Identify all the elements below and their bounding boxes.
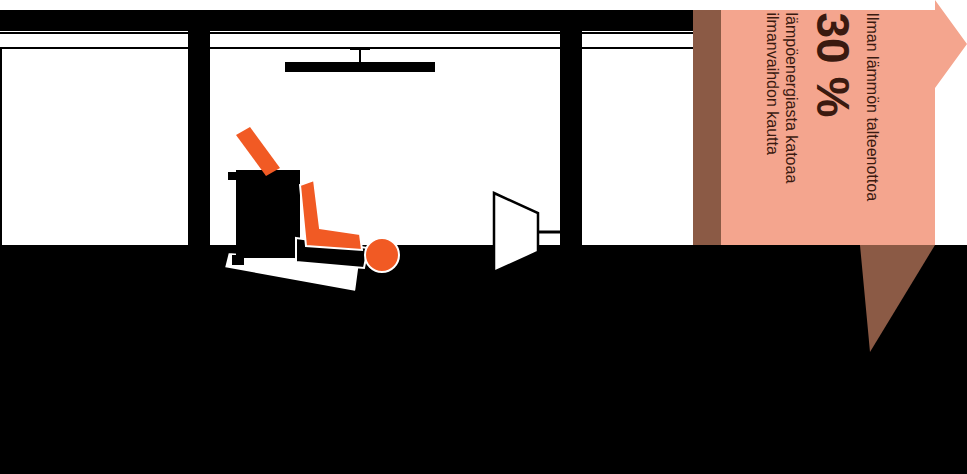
reclining-person (236, 127, 399, 272)
roof-beam (0, 10, 700, 31)
heat-loss-arrow (693, 0, 967, 352)
window-frame (0, 47, 700, 49)
arrow-label: Ilman lämmön talteenottoa30 %lämpöenergi… (763, 12, 882, 238)
window-frame (0, 48, 2, 245)
note-text: Ilman lämmön talteenottoa (863, 12, 882, 238)
window-frame (0, 32, 700, 34)
pillar (560, 10, 582, 246)
note-text: lämpöenergiasta katoaa ilmanvaihdon kaut… (763, 12, 801, 238)
floor-band (0, 245, 967, 474)
percent-value: 30 % (807, 12, 859, 238)
lamp-stem (359, 48, 361, 63)
armchair (224, 170, 368, 292)
pillar (188, 10, 210, 246)
lamp (285, 62, 435, 72)
ventilation-unit (494, 193, 560, 272)
lamp-mount (350, 48, 370, 50)
